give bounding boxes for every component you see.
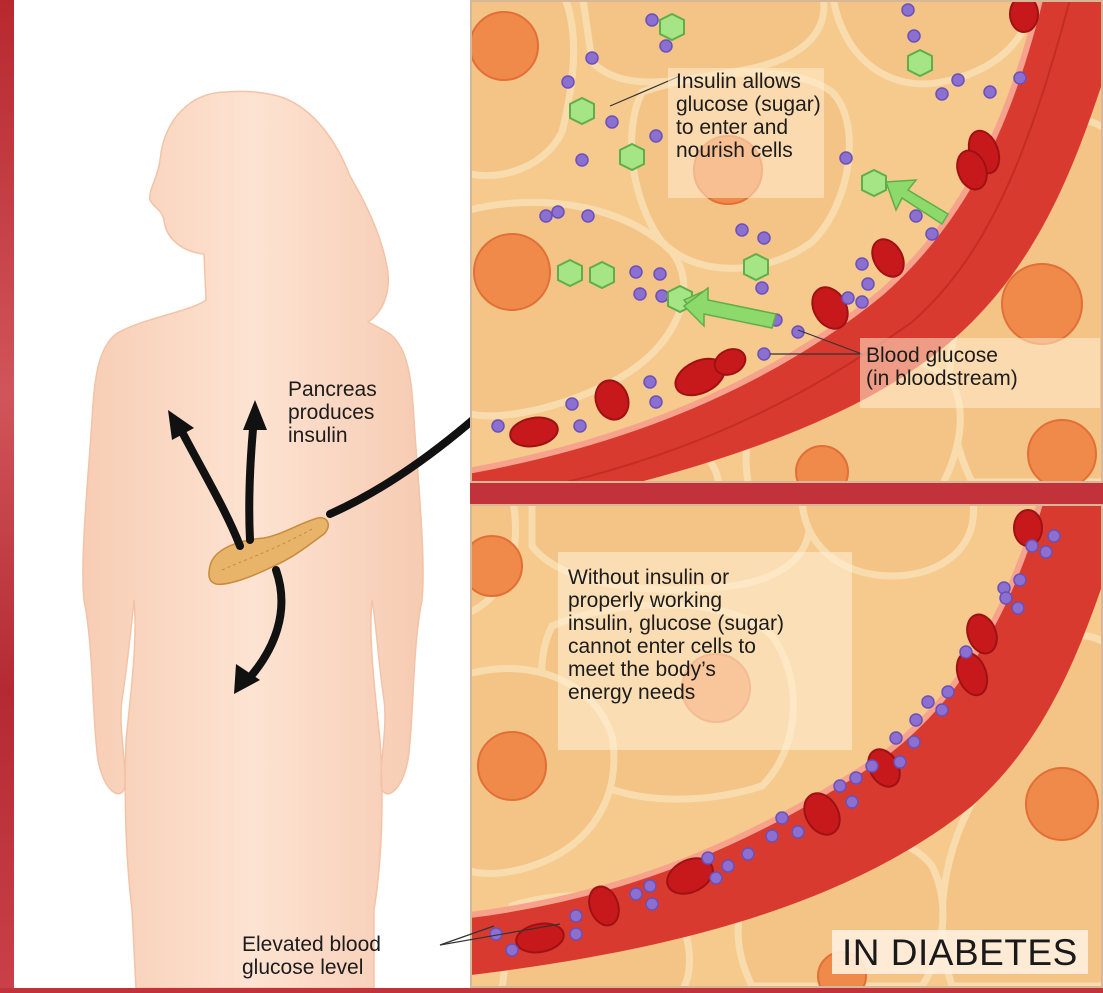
- insulin-allows-label: Insulin allows glucose (sugar) to enter …: [676, 70, 821, 162]
- blood-glucose-label: Blood glucose (in bloodstream): [866, 344, 1018, 390]
- in-diabetes-title: IN DIABETES: [832, 930, 1088, 974]
- without-insulin-label: Without insulin or properly working insu…: [568, 566, 784, 704]
